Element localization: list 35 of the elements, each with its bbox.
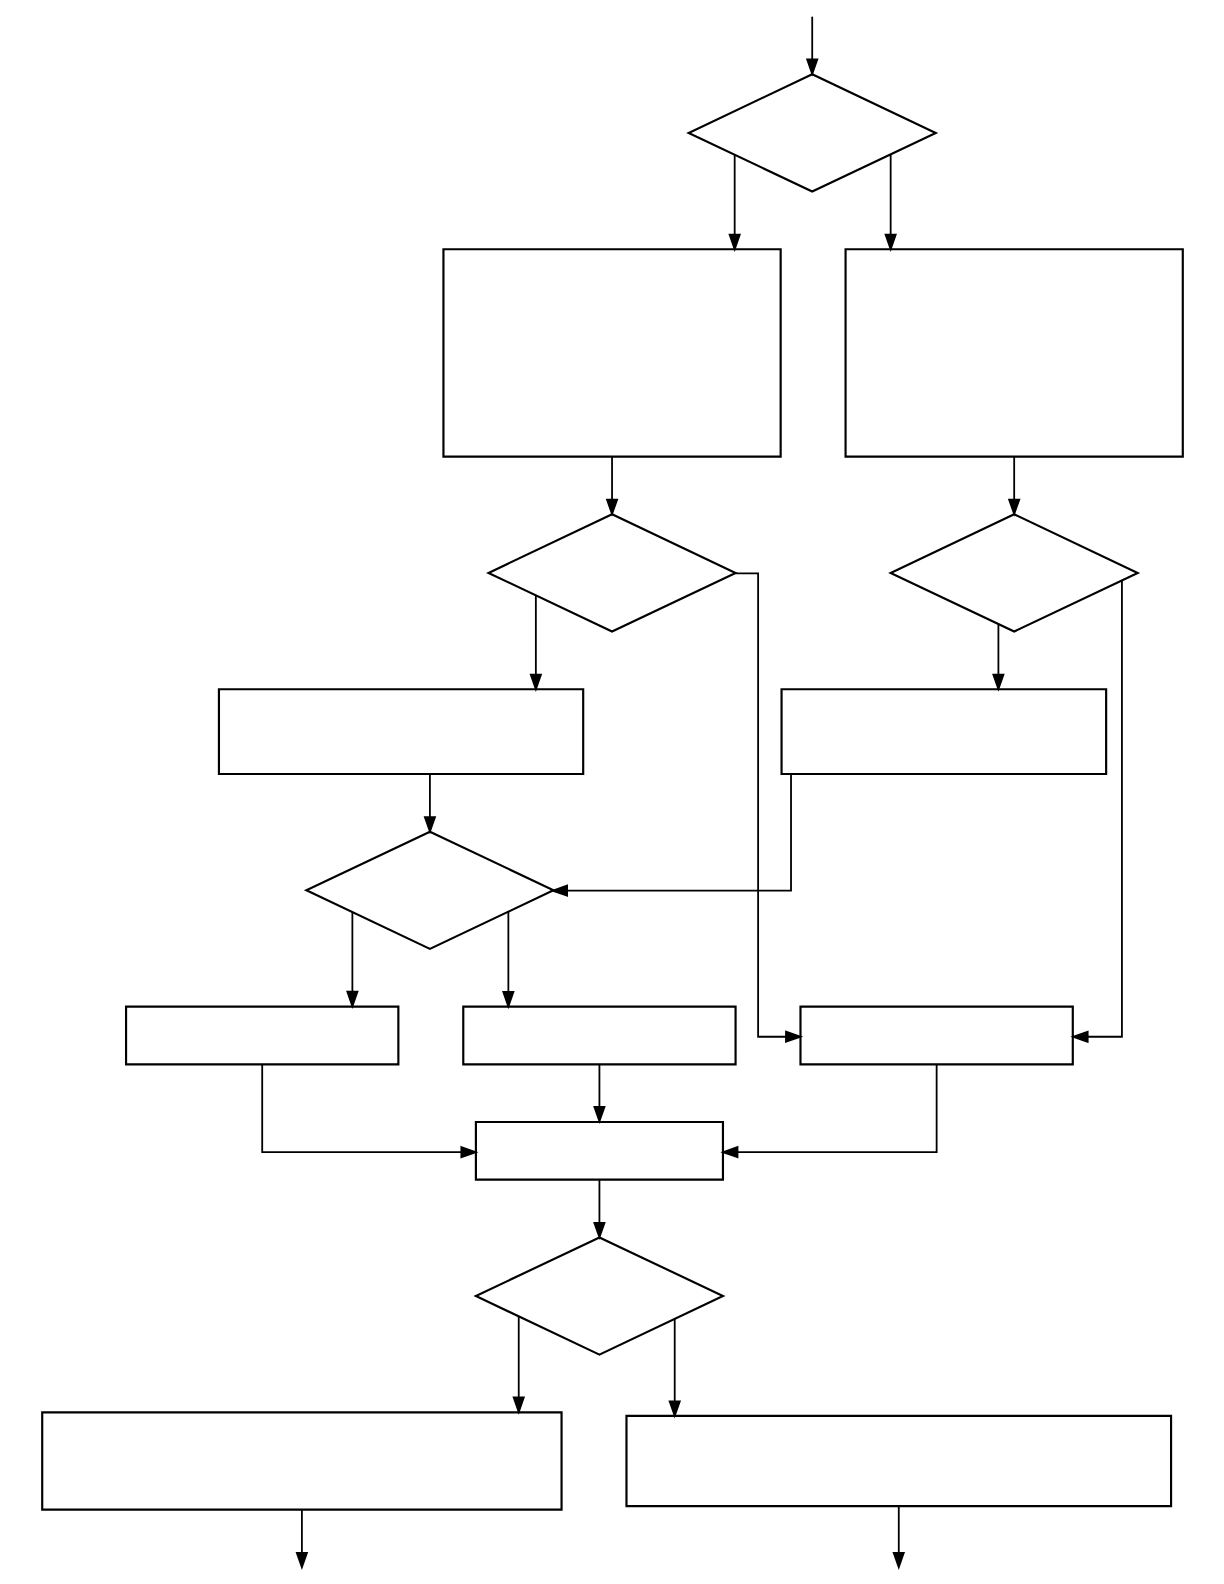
node-box (624, 1414, 1172, 1508)
arrow (891, 1505, 905, 1570)
node-box (461, 1005, 737, 1066)
node-box (124, 1005, 399, 1066)
arrow (295, 1509, 308, 1571)
arrow (260, 1064, 478, 1159)
node-box (779, 688, 1107, 776)
node-diamond (685, 73, 938, 193)
node-diamond (303, 830, 556, 951)
node-box (441, 248, 782, 458)
arrow (529, 594, 542, 692)
arrow (719, 1064, 938, 1159)
arrow (991, 623, 1005, 692)
node-diamond (472, 1236, 725, 1356)
arrow (592, 1179, 606, 1241)
node-diamond (887, 513, 1140, 633)
arrow (511, 1316, 525, 1415)
arrow (883, 153, 897, 252)
node-box (844, 248, 1184, 458)
arrow (727, 153, 741, 252)
arrow (1070, 580, 1123, 1044)
arrow (549, 773, 792, 897)
node-box (40, 1411, 563, 1511)
arrow (423, 773, 436, 835)
node-box (798, 1005, 1074, 1066)
arrow (605, 456, 618, 517)
arrow (345, 911, 359, 1009)
node-box (474, 1120, 724, 1181)
node-box (217, 688, 584, 776)
arrow (501, 910, 515, 1010)
node-diamond (485, 513, 738, 633)
arrow (667, 1318, 681, 1419)
arrow (1007, 456, 1020, 517)
arrow (805, 15, 819, 77)
arrow (592, 1063, 606, 1125)
